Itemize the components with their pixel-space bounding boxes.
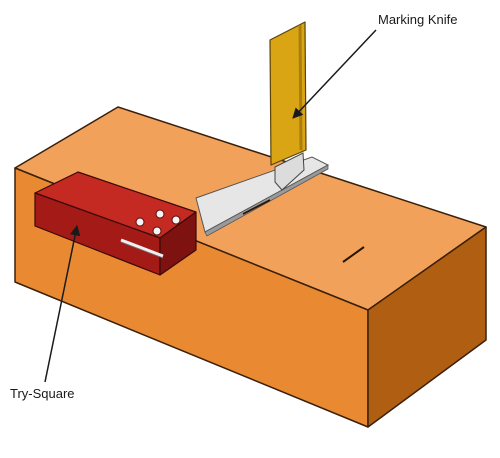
knife-blade	[274, 152, 305, 191]
rivet-dot	[155, 209, 165, 219]
wood-side-face	[367, 226, 487, 428]
rivet-dot	[152, 226, 162, 236]
knife-score-line	[242, 199, 271, 215]
try-square-leader	[44, 224, 81, 383]
wood-block	[14, 106, 487, 428]
try-square-label: Try-Square	[10, 386, 75, 401]
rivet-dot	[135, 217, 145, 227]
marking-knife-leader	[292, 29, 377, 119]
marked-line	[342, 246, 365, 263]
marking-knife	[269, 21, 307, 191]
marking-knife-label: Marking Knife	[378, 12, 458, 27]
rivet-dots	[135, 209, 181, 236]
knife-handle	[269, 21, 307, 166]
rivet-dot	[171, 215, 181, 225]
try-square-stock	[34, 171, 197, 276]
blade-edge	[204, 164, 329, 237]
stock-side	[159, 211, 197, 276]
blade-tang	[120, 238, 164, 258]
